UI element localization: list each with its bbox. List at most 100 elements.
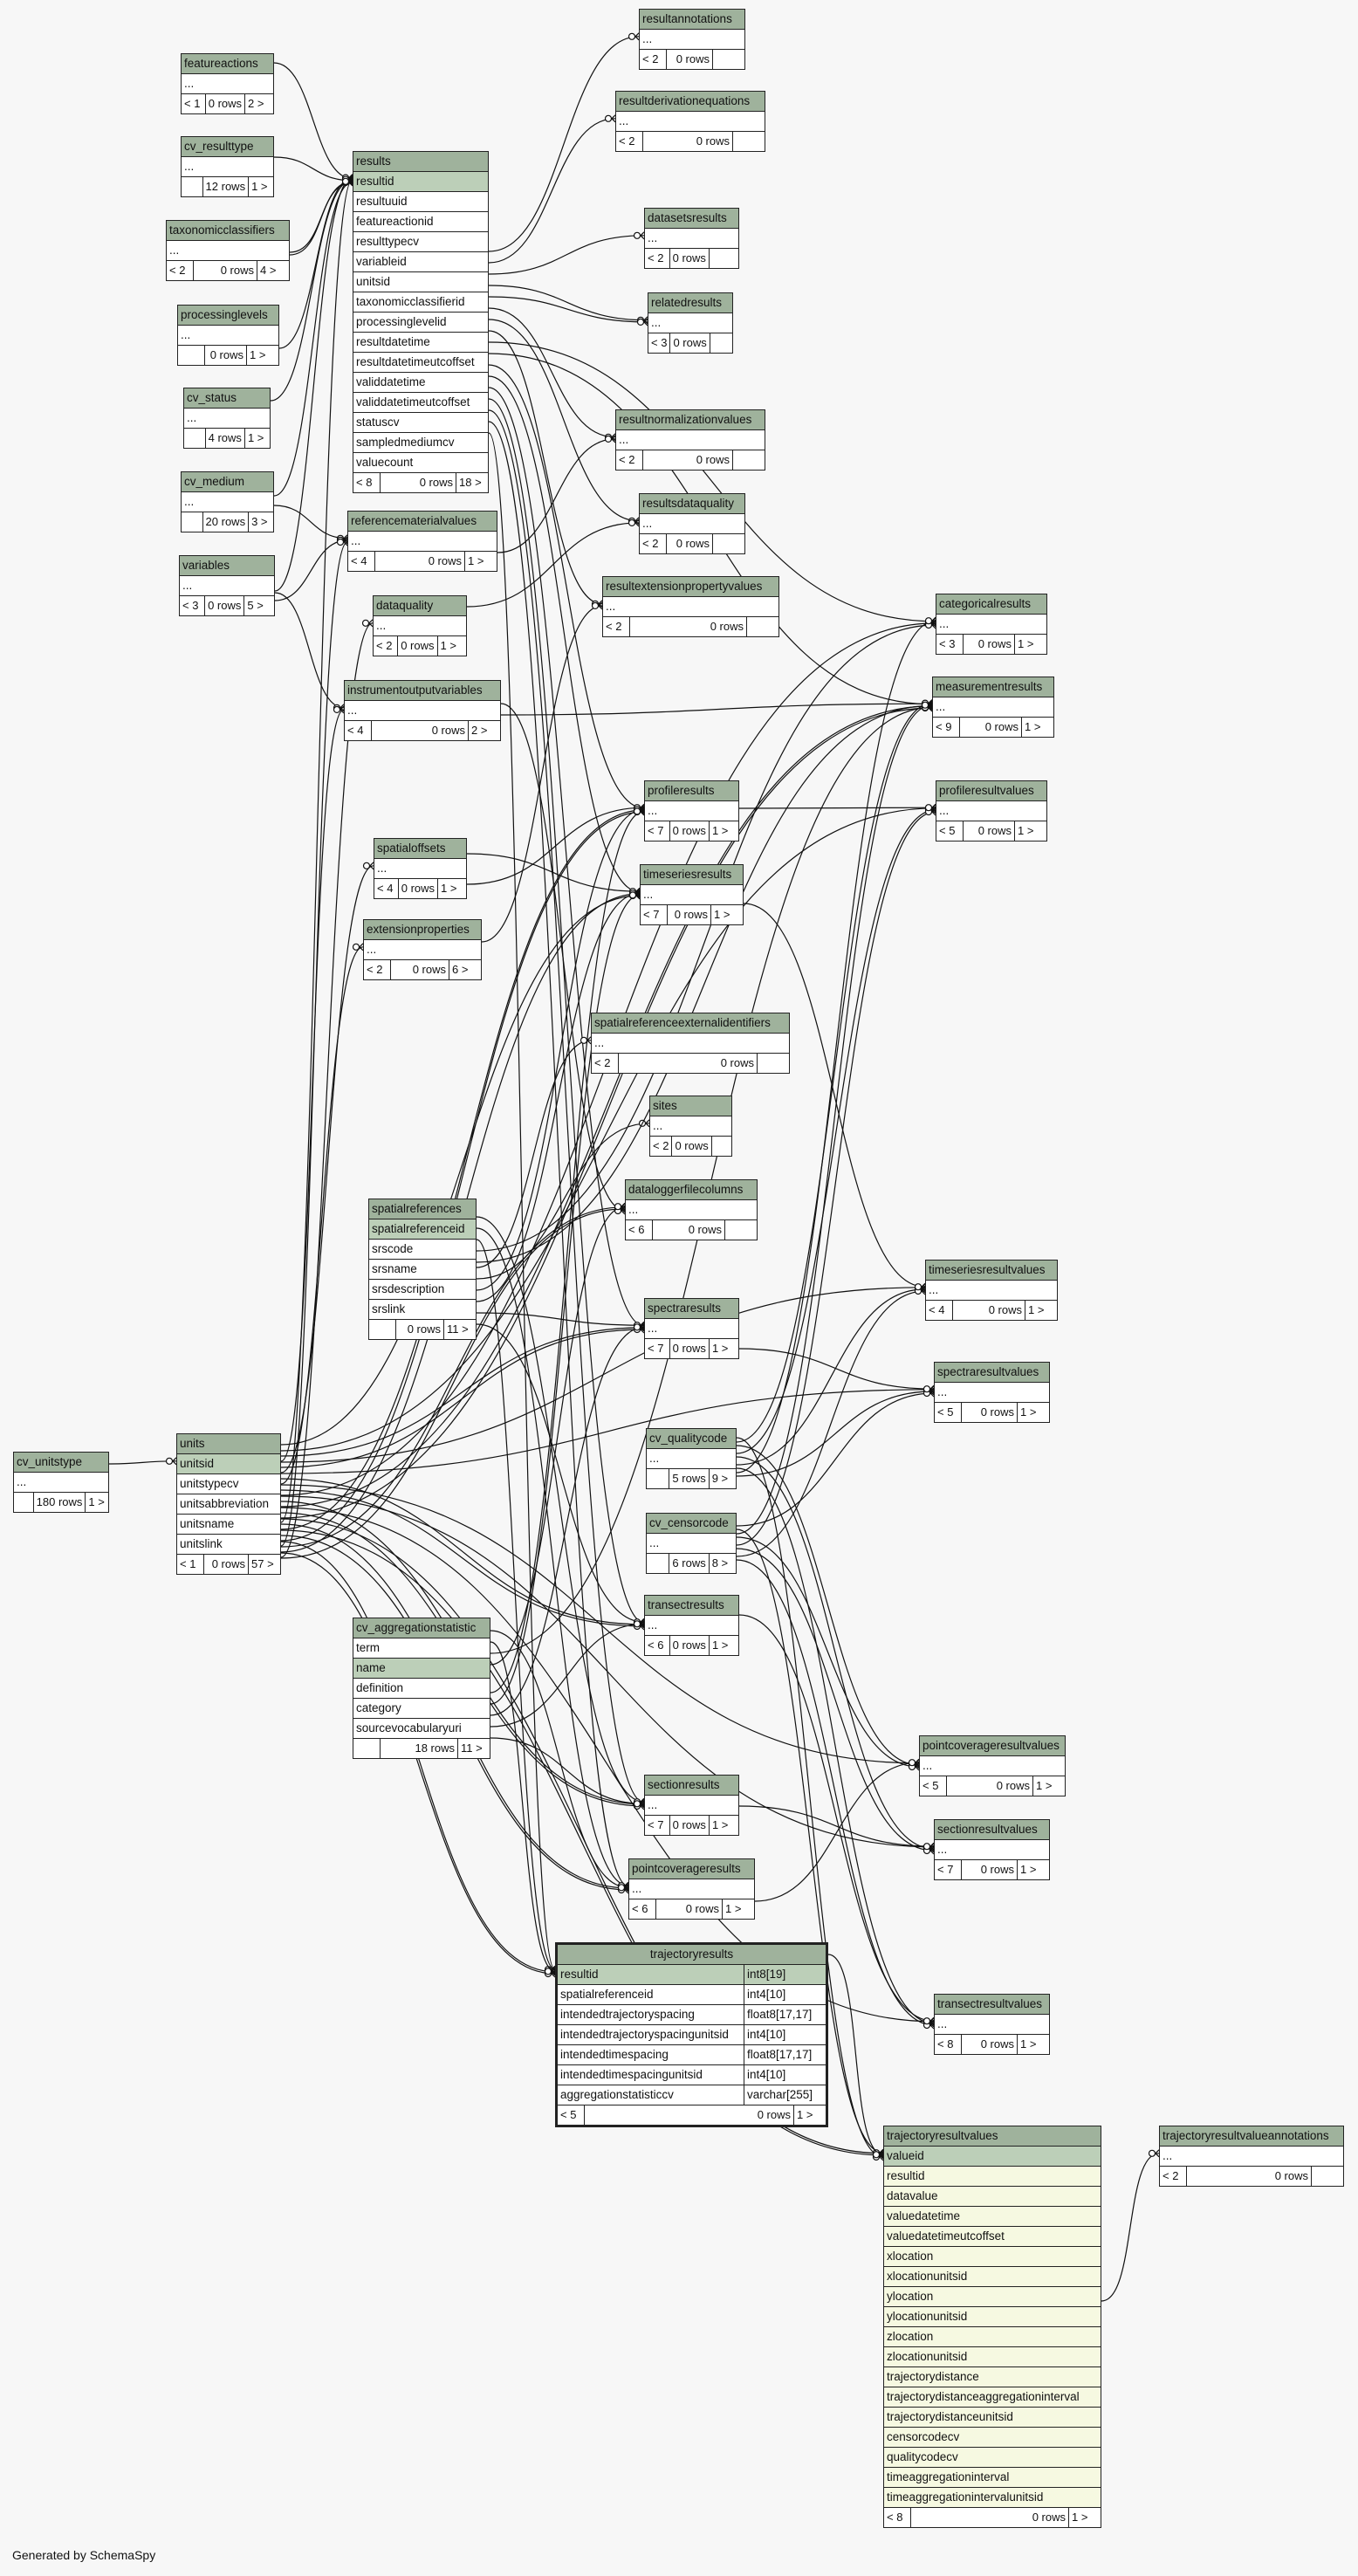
table-header[interactable]: resultnormalizationvalues bbox=[616, 410, 765, 430]
table-header[interactable]: profileresults bbox=[645, 781, 738, 801]
child-count[interactable]: 1 > bbox=[1036, 1779, 1053, 1792]
table-header[interactable]: referencematerialvalues bbox=[348, 512, 497, 532]
parent-count[interactable]: < 2 bbox=[616, 450, 643, 470]
parent-count[interactable]: < 2 bbox=[640, 50, 667, 69]
parent-count[interactable]: < 2 bbox=[616, 132, 643, 151]
table-header[interactable]: taxonomicclassifiers bbox=[167, 221, 289, 241]
parent-count[interactable]: < 5 bbox=[558, 2105, 585, 2125]
table-header[interactable]: spatialoffsets bbox=[374, 839, 466, 859]
table-spatialreferenceexternalidentifiers[interactable]: spatialreferenceexternalidentifiers...< … bbox=[591, 1013, 790, 1074]
parent-count[interactable]: < 8 bbox=[884, 2508, 911, 2527]
table-header[interactable]: resultannotations bbox=[640, 10, 744, 30]
table-header[interactable]: extensionproperties bbox=[364, 920, 481, 940]
table-header[interactable]: relatedresults bbox=[648, 293, 732, 313]
child-count[interactable]: 1 > bbox=[247, 431, 264, 444]
child-count[interactable] bbox=[712, 1137, 731, 1156]
parent-count[interactable]: < 6 bbox=[626, 1220, 653, 1240]
child-count[interactable] bbox=[713, 50, 744, 69]
child-count[interactable]: 3 > bbox=[251, 515, 268, 528]
child-count[interactable] bbox=[725, 1220, 757, 1240]
child-count[interactable]: 1 > bbox=[250, 348, 266, 361]
table-header[interactable]: cv_unitstype bbox=[14, 1453, 108, 1473]
child-count[interactable]: 1 > bbox=[468, 554, 484, 567]
table-header[interactable]: datasetsresults bbox=[645, 209, 738, 229]
parent-count[interactable]: < 8 bbox=[353, 473, 381, 492]
child-count[interactable]: 1 > bbox=[711, 824, 729, 837]
child-count[interactable]: 6 > bbox=[452, 963, 469, 976]
child-count[interactable]: 5 > bbox=[247, 599, 264, 612]
table-header[interactable]: spatialreferenceexternalidentifiers bbox=[592, 1013, 789, 1034]
parent-count[interactable]: < 7 bbox=[645, 1339, 670, 1358]
table-header[interactable]: units bbox=[177, 1434, 280, 1454]
parent-count[interactable]: < 3 bbox=[936, 635, 964, 654]
parent-count[interactable]: < 2 bbox=[1160, 2167, 1187, 2186]
table-header[interactable]: sectionresultvalues bbox=[935, 1820, 1049, 1840]
table-header[interactable]: cv_medium bbox=[182, 472, 273, 492]
parent-count[interactable] bbox=[184, 429, 206, 448]
child-count[interactable]: 1 > bbox=[714, 908, 730, 921]
child-count[interactable] bbox=[758, 1054, 789, 1073]
child-count[interactable]: 1 > bbox=[1020, 1863, 1037, 1876]
table-header[interactable]: dataquality bbox=[374, 596, 466, 616]
child-count[interactable]: 1 > bbox=[711, 1342, 729, 1355]
parent-count[interactable]: < 2 bbox=[645, 249, 670, 268]
table-header[interactable]: variables bbox=[180, 556, 274, 576]
parent-count[interactable]: < 6 bbox=[629, 1899, 656, 1919]
parent-count[interactable]: < 7 bbox=[641, 905, 668, 924]
child-count[interactable]: 8 > bbox=[711, 1556, 729, 1570]
child-count[interactable]: 2 > bbox=[248, 97, 264, 110]
child-count[interactable]: 1 > bbox=[441, 882, 457, 895]
child-count[interactable]: 1 > bbox=[251, 180, 268, 193]
child-count[interactable]: 1 > bbox=[1028, 1303, 1045, 1316]
child-count[interactable]: 1 > bbox=[1025, 720, 1041, 733]
table-header[interactable]: measurementresults bbox=[933, 677, 1053, 697]
parent-count[interactable]: < 2 bbox=[650, 1137, 673, 1156]
child-count[interactable]: 18 > bbox=[459, 476, 482, 489]
child-count[interactable]: 1 > bbox=[1020, 1405, 1037, 1419]
table-header[interactable]: categoricalresults bbox=[936, 594, 1046, 615]
table-header[interactable]: transectresults bbox=[645, 1596, 738, 1616]
child-count[interactable] bbox=[733, 450, 765, 470]
child-count[interactable]: 1 > bbox=[440, 639, 456, 652]
table-header[interactable]: cv_aggregationstatistic bbox=[353, 1618, 490, 1638]
child-count[interactable] bbox=[710, 249, 738, 268]
parent-count[interactable]: < 7 bbox=[935, 1860, 962, 1879]
child-count[interactable]: 1 > bbox=[711, 1818, 729, 1831]
table-header[interactable]: featureactions bbox=[182, 54, 273, 74]
parent-count[interactable] bbox=[647, 1554, 670, 1573]
child-count[interactable]: 1 > bbox=[1018, 824, 1034, 837]
table-header[interactable]: instrumentoutputvariables bbox=[345, 681, 500, 701]
child-count[interactable] bbox=[710, 333, 732, 353]
table-header[interactable]: dataloggerfilecolumns bbox=[626, 1180, 757, 1200]
parent-count[interactable]: < 3 bbox=[180, 596, 206, 615]
table-header[interactable]: transectresultvalues bbox=[935, 1995, 1049, 2015]
parent-count[interactable]: < 5 bbox=[920, 1776, 947, 1796]
child-count[interactable]: 9 > bbox=[711, 1472, 729, 1485]
child-count[interactable] bbox=[733, 132, 765, 151]
